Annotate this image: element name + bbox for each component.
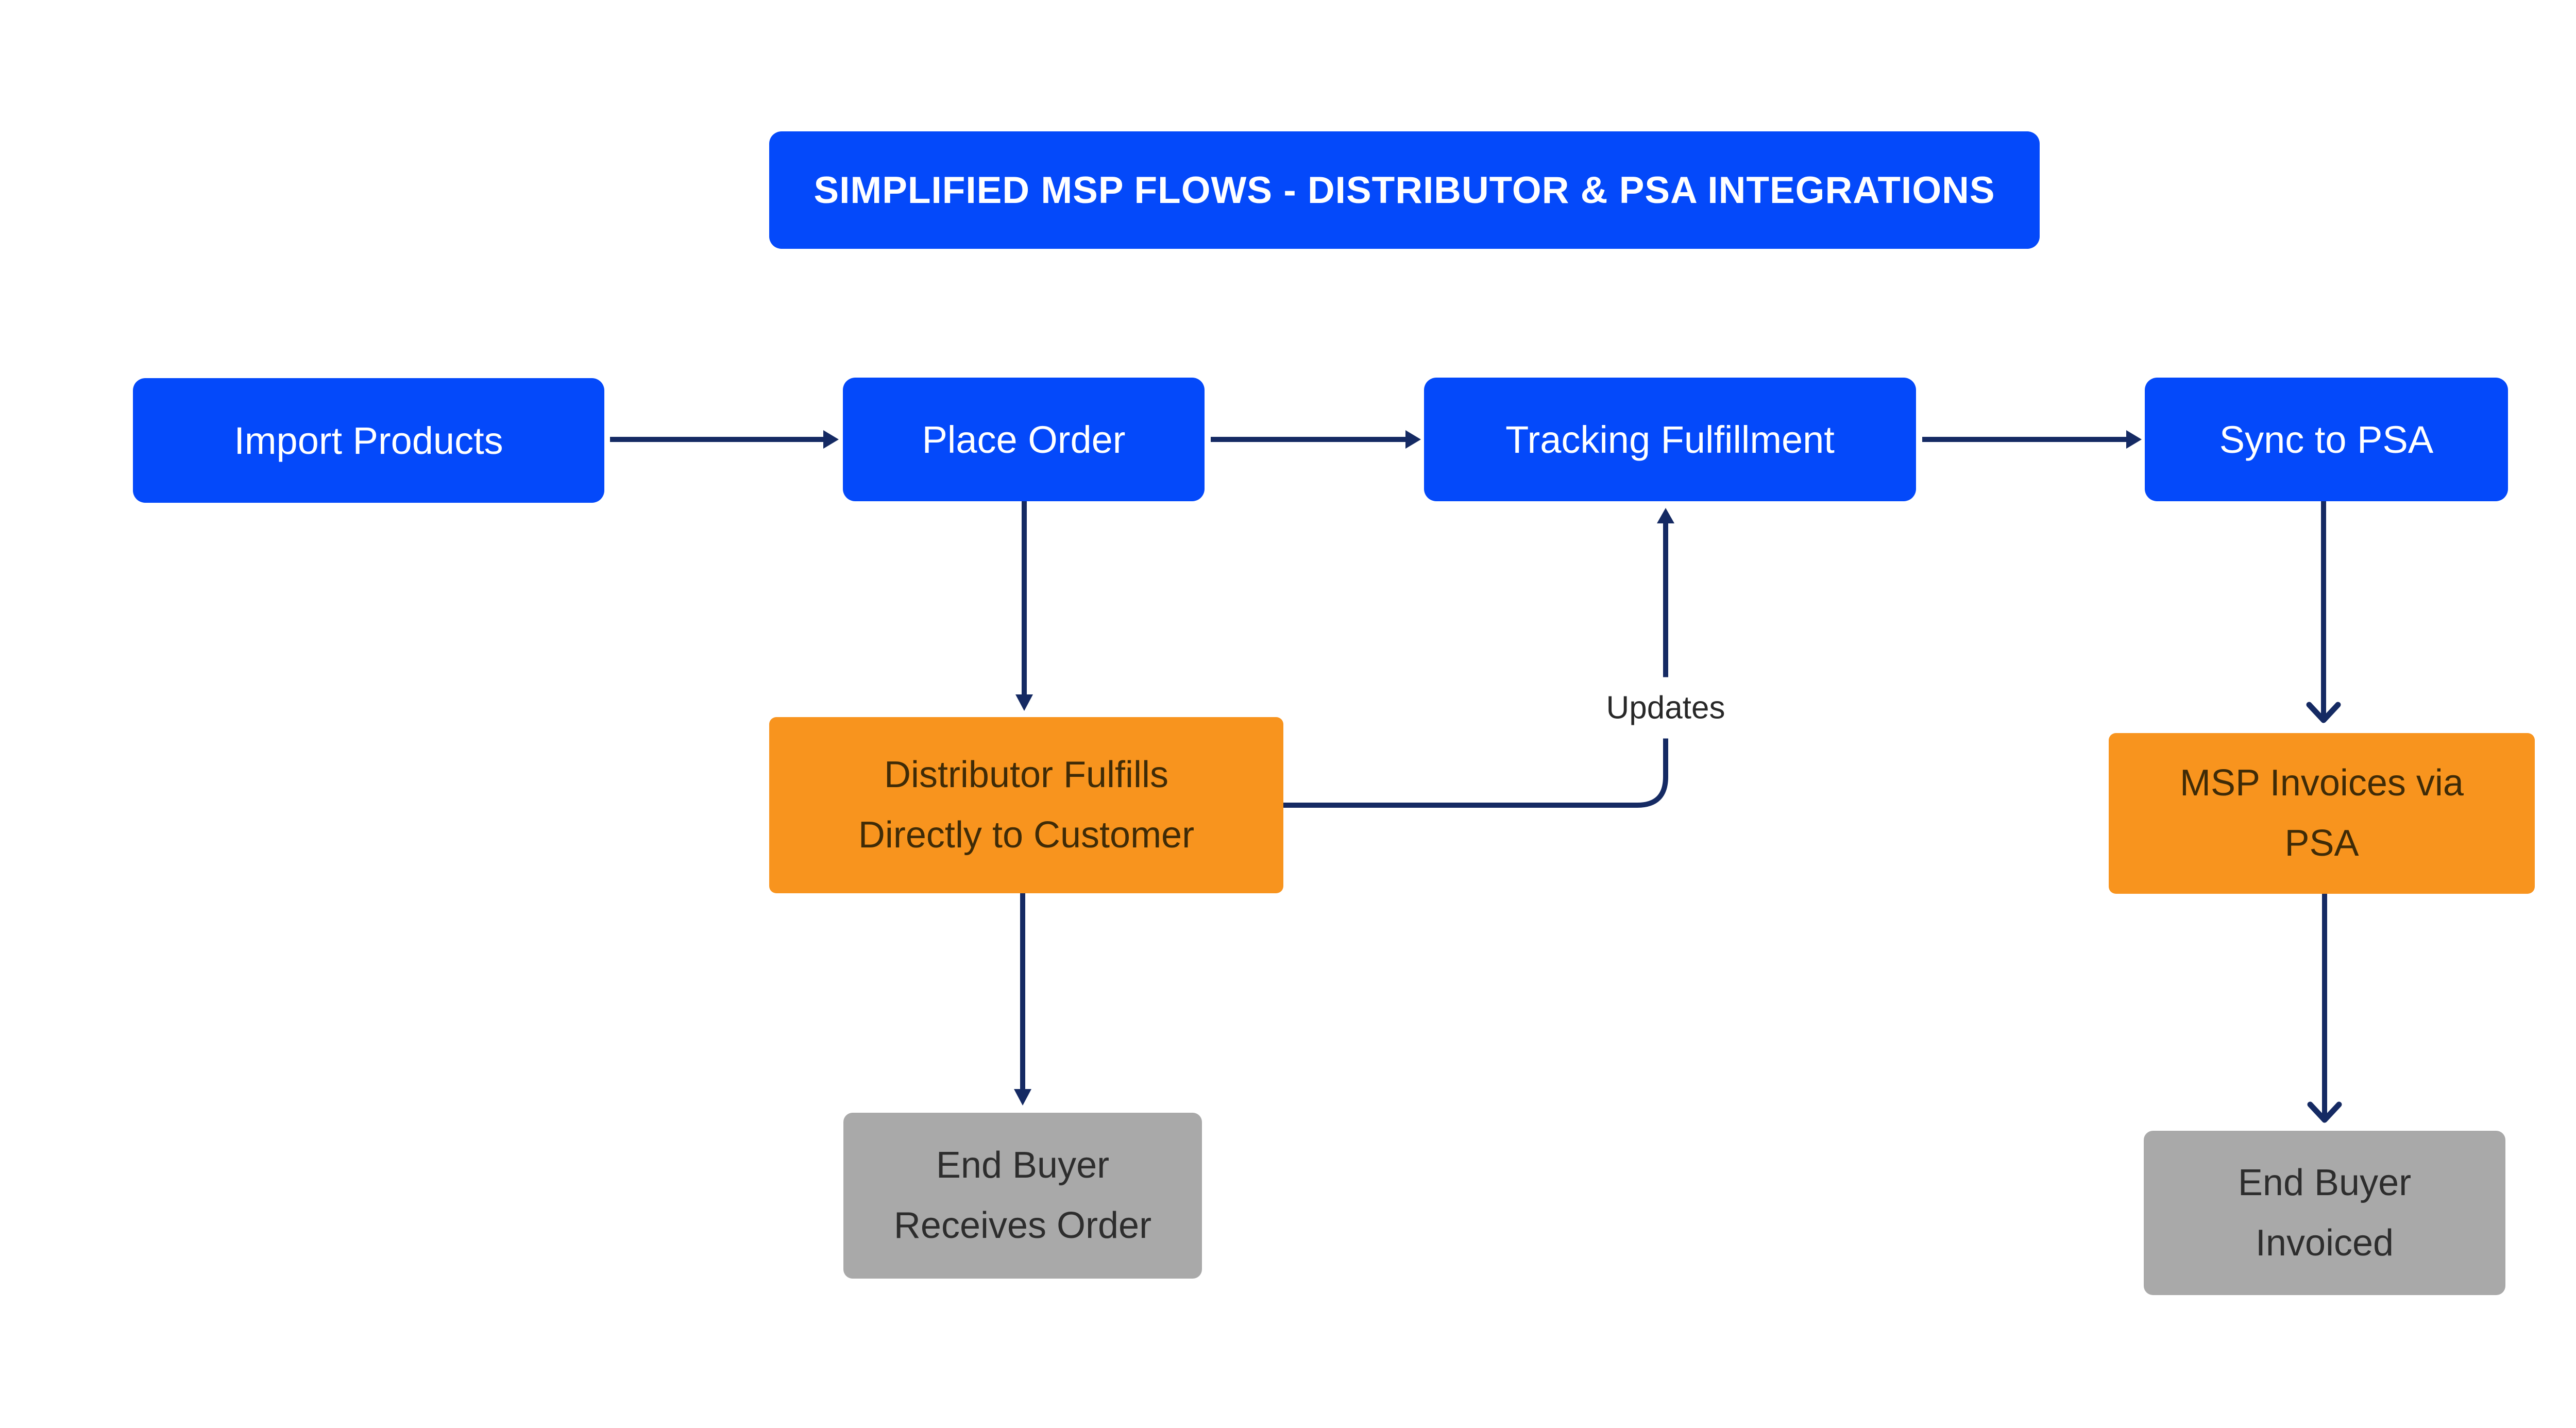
diagram-title: SIMPLIFIED MSP FLOWS - DISTRIBUTOR & PSA… [769,131,2040,249]
node-sync-to-psa-label: Sync to PSA [2219,418,2434,461]
edge-place-to-tracking-arrowhead-icon [1405,430,1421,449]
edge-place-to-distributor-arrowhead-icon [1015,694,1033,711]
edge-distributor-to-tracking-elbow-line [1283,523,1668,808]
node-end-buyer-receives: End Buyer Receives Order [843,1113,1202,1279]
node-distributor-fulfills-label: Distributor Fulfills Directly to Custome… [858,754,1195,856]
diagram-title-label: SIMPLIFIED MSP FLOWS - DISTRIBUTOR & PSA… [814,169,1995,211]
edge-msp-to-endbuyer-arrowhead-icon [2307,1101,2342,1123]
node-sync-to-psa: Sync to PSA [2145,378,2508,501]
node-place-order-label: Place Order [922,418,1126,461]
node-end-buyer-invoiced-label: End Buyer Invoiced [2238,1162,2412,1264]
node-msp-invoices: MSP Invoices via PSA [2109,733,2535,894]
node-tracking-fulfillment-label: Tracking Fulfillment [1505,418,1835,461]
node-import-products: Import Products [133,378,604,503]
node-msp-invoices-label: MSP Invoices via PSA [2180,762,2464,864]
edge-sync-to-msp-arrowhead-icon [2306,702,2341,723]
node-end-buyer-invoiced: End Buyer Invoiced [2144,1131,2505,1295]
node-place-order: Place Order [843,378,1205,501]
node-distributor-fulfills: Distributor Fulfills Directly to Custome… [769,717,1283,893]
edge-import-to-place-arrowhead-icon [823,430,839,449]
edge-tracking-to-sync-arrowhead-icon [2126,430,2142,449]
node-tracking-fulfillment: Tracking Fulfillment [1424,378,1916,501]
node-import-products-label: Import Products [234,419,503,462]
edge-distributor-to-tracking-arrowhead-icon [1657,508,1674,523]
edge-distributor-to-endbuyer-arrowhead-icon [1014,1089,1031,1106]
node-end-buyer-receives-label: End Buyer Receives Order [893,1145,1152,1246]
edge-label-updates: Updates [1591,677,1740,739]
